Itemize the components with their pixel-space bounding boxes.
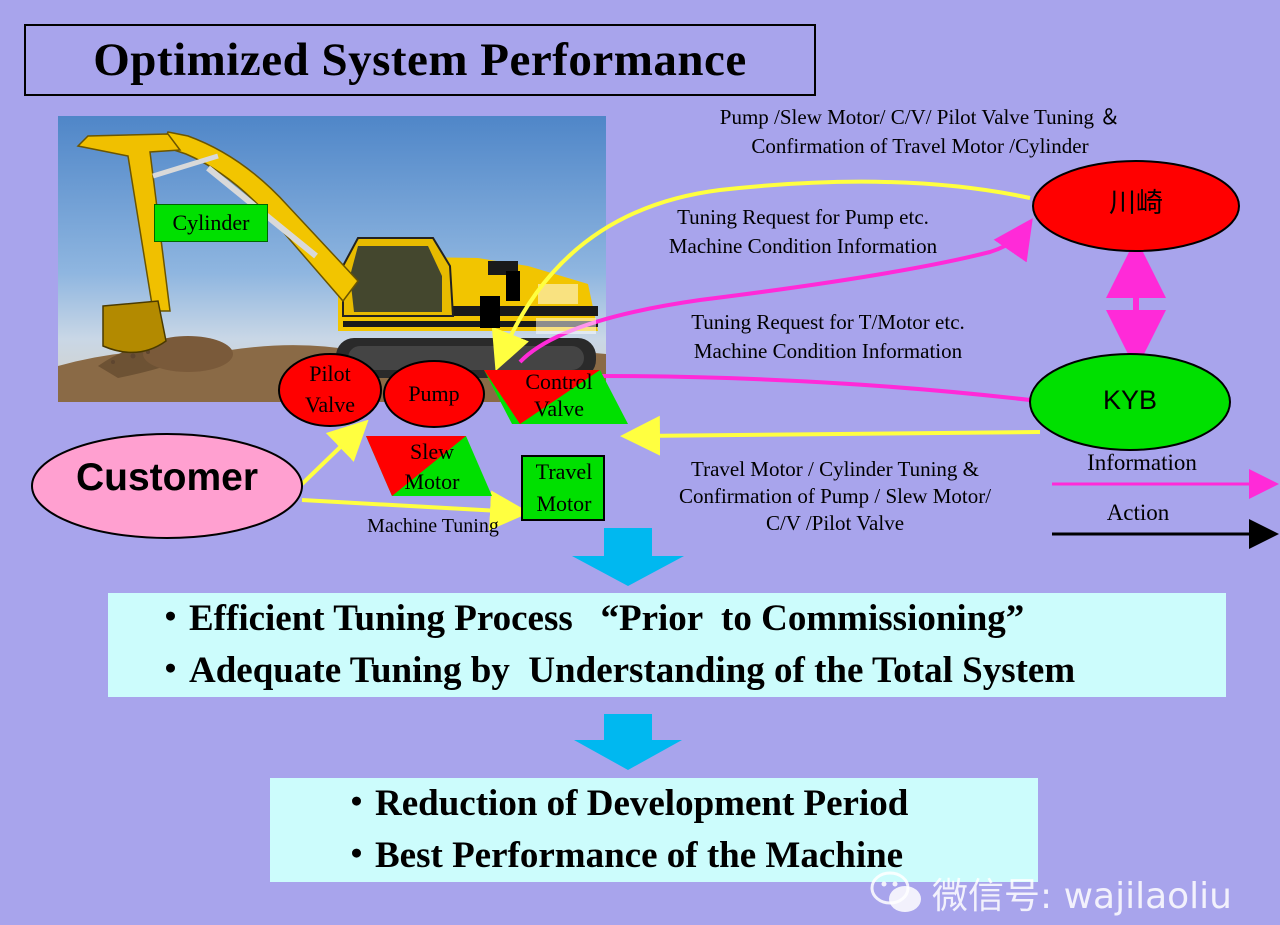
title-box: Optimized System Performance (24, 24, 816, 96)
customer-to-travel-arrow (301, 490, 530, 531)
outcome-2-line1: ・Reduction of Development Period (338, 783, 909, 824)
machine-tuning-note: Machine Tuning (367, 515, 499, 537)
pilot-valve-label-line2: Valve (304, 392, 356, 417)
pilot-valve-label: Pilot Valve (280, 358, 380, 420)
pump-request-note-line2: Machine Condition Information (668, 234, 938, 258)
kyb-bottom-note-line3: C/V /Pilot Valve (765, 511, 905, 535)
customer-label: Customer (75, 456, 259, 499)
pilot-valve-node (278, 353, 382, 427)
customer-to-pilot-arrow (300, 419, 369, 486)
excavator-illustration (58, 131, 606, 402)
slew-motor-label: Slew Motor (382, 437, 482, 497)
outcome-box-1: ・Efficient Tuning Process “Prior to Comm… (108, 593, 1226, 697)
page-title: Optimized System Performance (93, 34, 747, 86)
customer-node (31, 433, 303, 539)
wechat-icon (870, 871, 921, 912)
kyb-node (1029, 353, 1231, 451)
outcome-2-line2: ・Best Performance of the Machine (338, 835, 904, 876)
kawasaki-top-note-line2: Confirmation of Travel Motor /Cylinder (751, 134, 1089, 158)
down-arrow-2 (574, 714, 682, 770)
outcome-1-line1: ・Efficient Tuning Process “Prior to Comm… (152, 598, 1025, 639)
tmotor-request-note: Tuning Request for T/Motor etc. Machine … (652, 308, 1004, 366)
control-valve-label: Control Valve (500, 368, 618, 422)
control-valve-label-line1: Control (525, 369, 593, 394)
cylinder-label: Cylinder (154, 204, 268, 242)
cylinder-label-text: Cylinder (172, 210, 250, 235)
watermark: 微信号: wajilaoliu (870, 867, 1232, 919)
legend-action-label: Action (1106, 500, 1170, 525)
down-arrow-1 (572, 528, 684, 586)
pump-request-note-line1: Tuning Request for Pump etc. (677, 205, 929, 229)
control-valve-label-line2: Valve (533, 396, 585, 421)
tmotor-request-note-line1: Tuning Request for T/Motor etc. (691, 310, 965, 334)
travel-motor-node (521, 455, 605, 521)
watermark-text: 微信号: wajilaoliu (932, 876, 1232, 917)
kawasaki-top-note-line1: Pump /Slew Motor/ C/V/ Pilot Valve Tunin… (719, 105, 1121, 129)
outcome-1-line2: ・Adequate Tuning by Understanding of the… (152, 650, 1076, 691)
travel-motor-label-line1: Travel (535, 459, 593, 484)
travel-motor-label: Travel Motor (522, 456, 606, 520)
pump-node (383, 360, 485, 428)
pump-label: Pump (408, 381, 460, 406)
pilot-valve-label-line1: Pilot (309, 361, 351, 386)
kawasaki-label: 川崎 (1109, 188, 1163, 219)
kawasaki-to-control-valve-arrow (491, 179, 1031, 372)
slew-motor-label-line2: Motor (404, 469, 460, 494)
control-valve-to-kyb-line (597, 374, 1031, 402)
slew-motor-label-line1: Slew (410, 439, 454, 464)
kyb-to-travel-motor-arrow (620, 415, 1041, 456)
tmotor-request-note-line2: Machine Condition Information (693, 339, 963, 363)
legend-information-label: Information (1087, 450, 1197, 475)
travel-motor-label-line2: Motor (536, 491, 592, 516)
kyb-bottom-note: Travel Motor / Cylinder Tuning & Confirm… (640, 456, 1030, 537)
kawasaki-node (1032, 160, 1240, 252)
outcome-box-2: ・Reduction of Development Period ・Best P… (270, 778, 1038, 882)
kyb-label: KYB (1102, 385, 1158, 415)
kyb-bottom-note-line1: Travel Motor / Cylinder Tuning & (690, 457, 979, 481)
pump-request-note: Tuning Request for Pump etc. Machine Con… (630, 203, 976, 261)
kyb-bottom-note-line2: Confirmation of Pump / Slew Motor/ (678, 484, 992, 508)
kawasaki-top-note: Pump /Slew Motor/ C/V/ Pilot Valve Tunin… (660, 103, 1180, 161)
